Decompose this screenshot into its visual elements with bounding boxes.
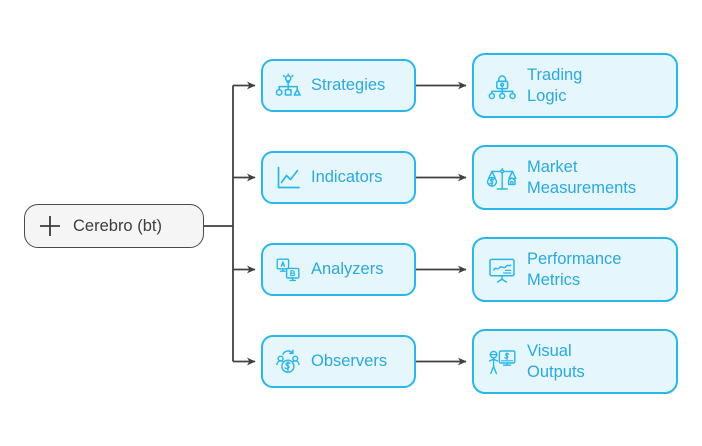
balance-scale-dollar-icon bbox=[486, 163, 517, 193]
node-performance-metrics-label: Performance Metrics bbox=[527, 250, 622, 289]
node-observers[interactable]: Observers bbox=[261, 335, 416, 388]
edge-root-spine bbox=[204, 85, 234, 362]
ab-test-screens-icon bbox=[274, 256, 302, 284]
node-cerebro-label: Cerebro (bt) bbox=[73, 216, 162, 235]
lock-hierarchy-icon bbox=[487, 71, 517, 101]
node-analyzers[interactable]: Analyzers bbox=[261, 243, 416, 296]
node-observers-label: Observers bbox=[311, 351, 388, 370]
plus-icon bbox=[37, 213, 63, 239]
strategy-hierarchy-icon bbox=[274, 72, 302, 100]
node-analyzers-label: Analyzers bbox=[311, 259, 384, 278]
node-indicators[interactable]: Indicators bbox=[261, 151, 416, 204]
line-chart-icon bbox=[274, 164, 302, 192]
node-trading-logic-label: Trading Logic bbox=[527, 66, 583, 105]
presenter-dollar-screen-icon bbox=[487, 347, 517, 377]
node-cerebro[interactable]: Cerebro (bt) bbox=[24, 204, 204, 248]
node-strategies[interactable]: Strategies bbox=[261, 59, 416, 112]
node-strategies-label: Strategies bbox=[311, 75, 386, 94]
node-visual-outputs[interactable]: Visual Outputs bbox=[472, 329, 678, 394]
node-visual-outputs-label: Visual Outputs bbox=[527, 342, 585, 381]
node-market-measurements-label: Market Measurements bbox=[527, 158, 637, 197]
node-indicators-label: Indicators bbox=[311, 167, 383, 186]
presentation-chart-icon bbox=[487, 255, 517, 285]
node-performance-metrics[interactable]: Performance Metrics bbox=[472, 237, 678, 302]
users-dollar-refresh-icon bbox=[274, 348, 302, 376]
node-market-measurements[interactable]: Market Measurements bbox=[472, 145, 678, 210]
node-trading-logic[interactable]: Trading Logic bbox=[472, 53, 678, 118]
